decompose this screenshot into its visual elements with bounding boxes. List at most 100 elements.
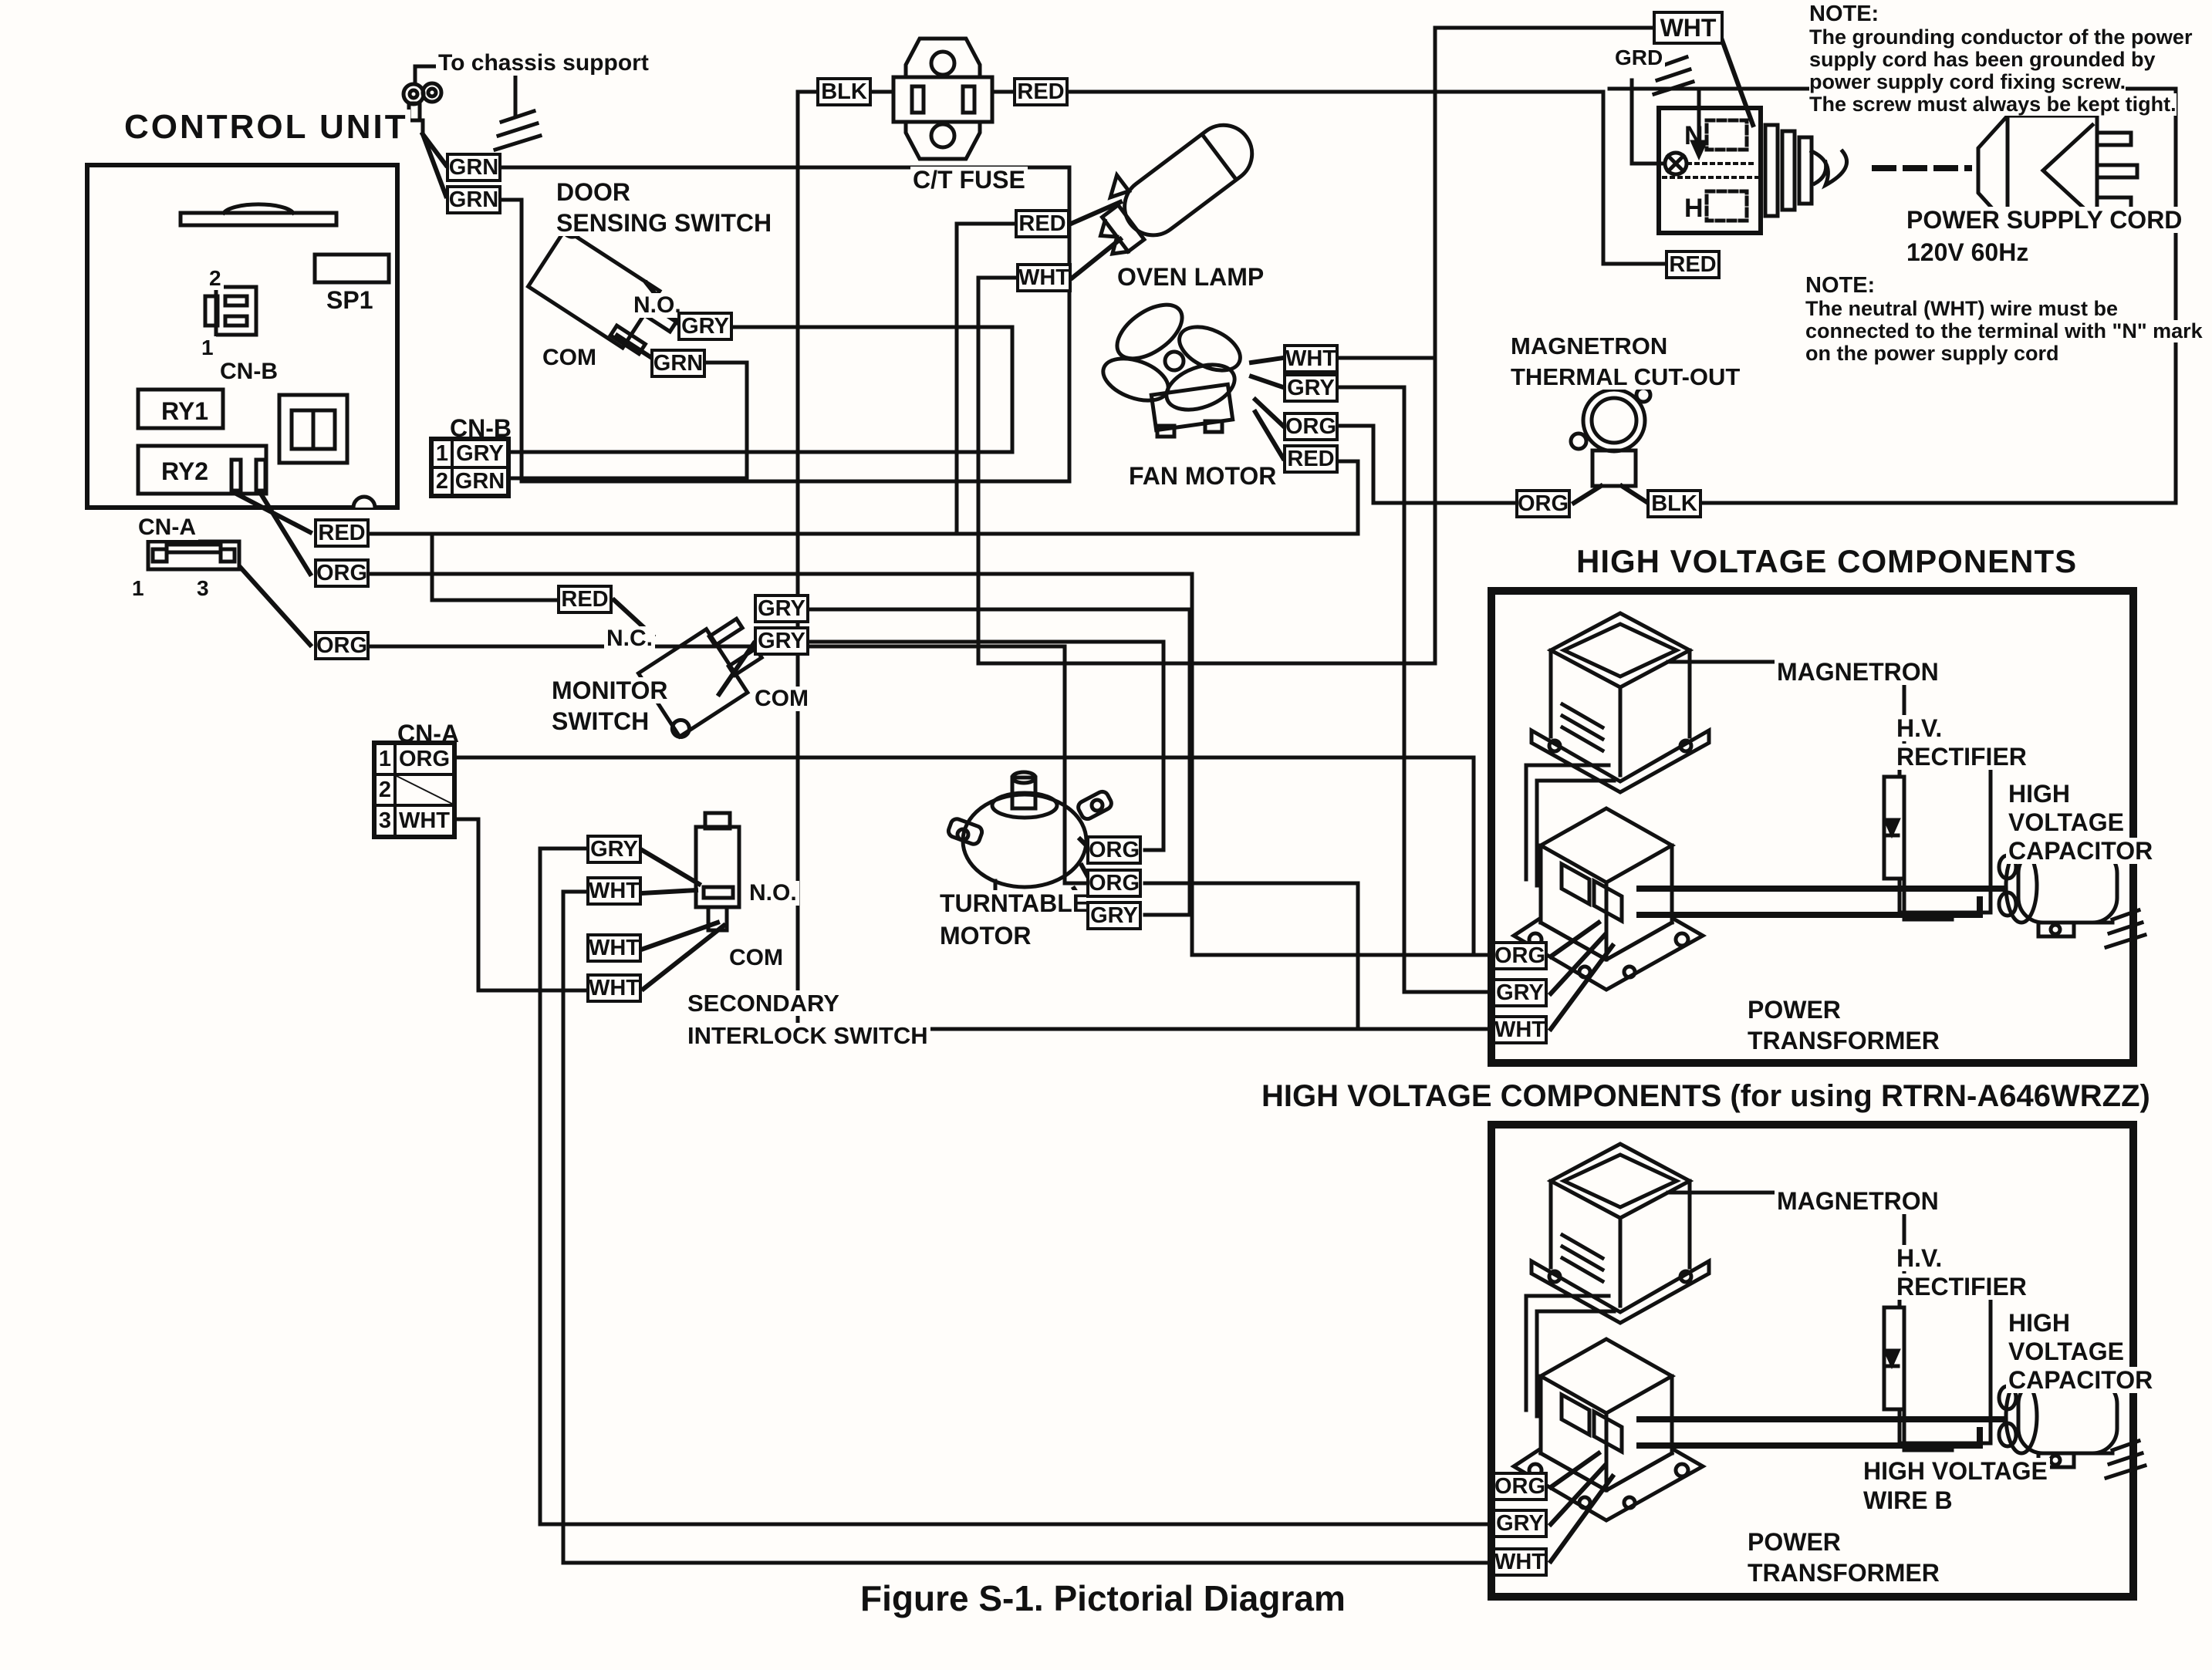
ct-fuse-icon xyxy=(891,36,995,161)
hv-capacitor-label-2c: CAPACITOR xyxy=(2006,1367,2156,1393)
hv-capacitor-label-1c: CAPACITOR xyxy=(2006,838,2156,864)
wire-tag-red-lamp: RED xyxy=(1015,209,1070,238)
thermal-cutout-label-2: THERMAL CUT-OUT xyxy=(1508,364,1743,390)
cnb-row1-pin: 1 xyxy=(432,440,452,467)
wire-tag-gry-monitor-1: GRY xyxy=(754,594,809,623)
wire-tag-org-cu-1: ORG xyxy=(314,558,370,588)
hv-rectifier-icon-2 xyxy=(1882,1288,1993,1446)
transformer-label-2a: POWER xyxy=(1745,1529,1843,1555)
door-com-label: COM xyxy=(540,346,599,370)
wire-tag-org-thermal: ORG xyxy=(1515,489,1571,518)
door-sensing-label-1: DOOR xyxy=(554,179,633,205)
turntable-label-2: MOTOR xyxy=(937,923,1034,949)
thermal-cutout-label-1: MAGNETRON xyxy=(1508,333,1670,359)
wire-tag-gry-monitor-2: GRY xyxy=(754,626,809,656)
wire-tag-red-fan: RED xyxy=(1283,444,1339,474)
neutral-note-line3: on the power supply cord xyxy=(1805,342,2059,365)
wire-tag-gry-hv1: GRY xyxy=(1492,978,1548,1007)
hv-capacitor-label-2b: VOLTAGE xyxy=(2006,1338,2126,1365)
ry2-label: RY2 xyxy=(161,457,209,485)
interlock-switch-icon xyxy=(694,811,741,933)
hv-rectifier-label-2b: RECTIFIER xyxy=(1894,1274,2029,1300)
magnetron-icon-1 xyxy=(1529,611,1711,795)
hv-rectifier-label-2a: H.V. xyxy=(1894,1245,1945,1271)
cord-terminal-block xyxy=(1656,106,1763,235)
hv-rectifier-label-1b: RECTIFIER xyxy=(1894,744,2029,770)
hv-title-2: HIGH VOLTAGE COMPONENTS (for using RTRN-… xyxy=(1259,1080,2153,1112)
wire-tag-red-fuse: RED xyxy=(1013,77,1069,106)
cna-row1-color: ORG xyxy=(395,744,454,774)
monitor-label-2: SWITCH xyxy=(549,708,652,734)
power-supply-cord-label: POWER SUPPLY CORD xyxy=(1904,207,2185,233)
cna-row3-color: WHT xyxy=(395,805,454,836)
cna-row1-pin: 1 xyxy=(375,744,395,774)
chassis-terminal-icon xyxy=(401,64,518,199)
secondary-label-2: INTERLOCK SWITCH xyxy=(685,1023,930,1048)
magnetron-icon-2 xyxy=(1529,1142,1711,1325)
power-plug-icon xyxy=(1976,113,2139,228)
hv-wire-b-label-b: WIRE B xyxy=(1861,1487,1955,1513)
cnb-pin2-label: 2 xyxy=(207,267,224,290)
ry1-part xyxy=(136,387,225,430)
cna-connector-part xyxy=(146,539,241,572)
wire-tag-org-turntable-1: ORG xyxy=(1086,835,1142,865)
grounding-note-line4: The screw must always be kept tight. xyxy=(1809,93,2177,116)
hv-capacitor-label-1a: HIGH xyxy=(2006,781,2072,807)
control-unit-title: CONTROL UNIT xyxy=(122,110,410,145)
cna-cu-label: CN-A xyxy=(136,515,198,540)
wire-tag-wht-interlock-2: WHT xyxy=(586,933,642,963)
wire-tag-wht-hv2: WHT xyxy=(1492,1547,1548,1577)
monitor-label-1: MONITOR xyxy=(549,677,670,703)
chassis-ground-icon xyxy=(492,108,543,153)
power-transformer-icon-1 xyxy=(1510,806,1707,992)
monitor-com-label: COM xyxy=(752,687,811,711)
hv-rectifier-label-1a: H.V. xyxy=(1894,715,1945,741)
hv-wire-b-label-a: HIGH VOLTAGE xyxy=(1861,1458,2050,1484)
control-unit-notch xyxy=(351,494,377,510)
wire-tag-red-cu: RED xyxy=(314,518,370,548)
terminal-n-label: N xyxy=(1684,121,1704,150)
wire-tag-blk-fuse: BLK xyxy=(816,77,872,106)
cna-row2-color xyxy=(395,774,454,805)
neutral-note-line2: connected to the terminal with "N" mark xyxy=(1805,319,2203,342)
ct-fuse-label: C/T FUSE xyxy=(910,167,1028,193)
oven-lamp-icon xyxy=(1098,123,1255,256)
wire-tag-grn-chassis-1: GRN xyxy=(446,153,501,182)
hv-capacitor-label-2a: HIGH xyxy=(2006,1310,2072,1336)
grounding-note-line3: power supply cord fixing screw. xyxy=(1809,70,2126,93)
cnb-pin-table: 1 GRY 2 GRN xyxy=(429,437,511,498)
secondary-label-1: SECONDARY xyxy=(685,990,842,1016)
sp1-label: SP1 xyxy=(324,287,376,313)
sp1-part xyxy=(312,252,391,285)
neutral-note-heading: NOTE: xyxy=(1805,273,1876,298)
wire-tag-wht-lamp: WHT xyxy=(1016,263,1072,292)
wire-tag-red-cord: RED xyxy=(1665,250,1721,279)
grounding-screw-icon xyxy=(1663,150,1689,177)
cnb-pin1-label: 1 xyxy=(199,336,216,359)
wire-tag-org-turntable-2: ORG xyxy=(1086,869,1142,898)
cnb-row2-color: GRN xyxy=(452,467,508,495)
cna-row2-pin: 2 xyxy=(375,774,395,805)
wire-tag-org-hv1: ORG xyxy=(1492,941,1548,970)
wire-tag-wht-hv1: WHT xyxy=(1492,1015,1548,1044)
ry1-label: RY1 xyxy=(161,397,209,425)
wire-network xyxy=(85,25,2178,1601)
wire-tag-red-monitor: RED xyxy=(557,585,613,614)
wire-tag-gry-hv2: GRY xyxy=(1492,1509,1548,1538)
turntable-label-1: TURNTABLE xyxy=(937,890,1092,916)
oven-lamp-label: OVEN LAMP xyxy=(1115,264,1267,290)
control-unit-outline xyxy=(85,163,400,510)
cna-pin3-label: 3 xyxy=(194,577,211,600)
cnb-row1-color: GRY xyxy=(452,440,508,467)
cord-strain-relief xyxy=(1763,123,1849,218)
hv-box-2 xyxy=(1488,1121,2137,1601)
magnetron-label-2: MAGNETRON xyxy=(1775,1188,1941,1214)
hv-capacitor-label-1b: VOLTAGE xyxy=(2006,809,2126,835)
magnetron-label-1: MAGNETRON xyxy=(1775,659,1941,685)
transformer-label-1a: POWER xyxy=(1745,997,1843,1023)
interlock-no-label: N.O. xyxy=(747,881,799,906)
hv-capacitor-icon-1 xyxy=(1997,846,2148,950)
terminal-h-label: H xyxy=(1684,194,1704,223)
power-transformer-icon-2 xyxy=(1510,1337,1707,1523)
